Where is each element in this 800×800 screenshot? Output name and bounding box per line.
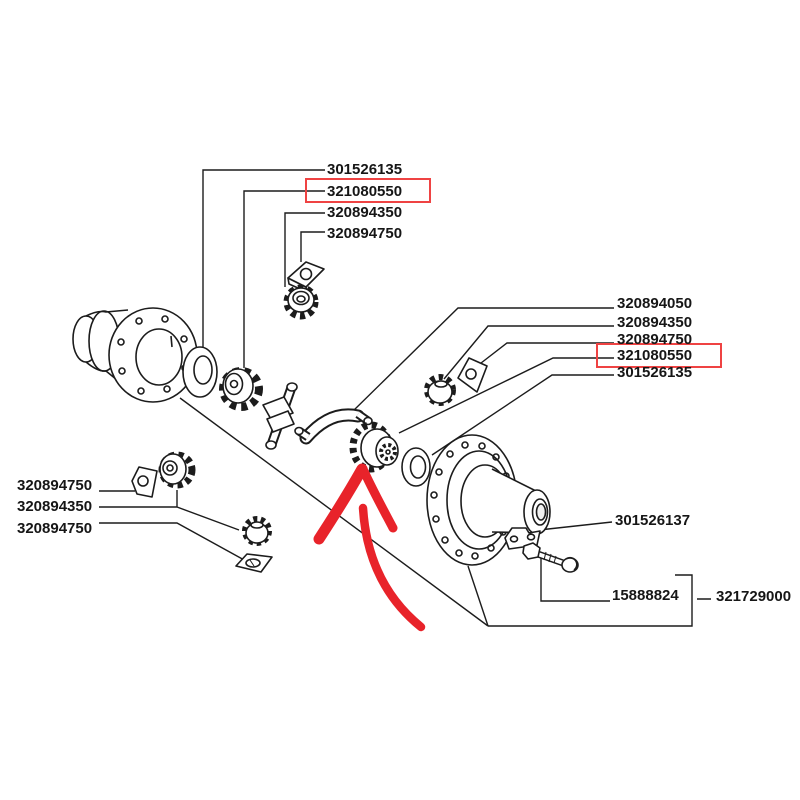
bearing-ring: [182, 346, 218, 398]
part-number-bolt: 15888824: [612, 587, 679, 604]
part-number-top-4: 320894750: [327, 225, 403, 242]
hub-carrier: [426, 434, 551, 566]
thrust-washer-right: [457, 357, 488, 393]
washer-plate-left: [235, 553, 273, 573]
pinion-gear-upper: [283, 284, 319, 320]
thrust-washer-left: [131, 466, 158, 498]
part-number-right-3: 320894750: [617, 331, 693, 348]
part-number-right-1: 320894050: [617, 295, 693, 312]
part-number-right-4-highlighted: 321080550: [617, 347, 693, 364]
part-number-left-2: 320894350: [17, 498, 93, 515]
pinion-gear-left: [242, 516, 272, 546]
part-number-lock-plate: 301526137: [615, 512, 691, 529]
part-number-top-3: 320894350: [327, 204, 403, 221]
shift-collar: [294, 408, 373, 445]
locking-gear: [349, 421, 399, 473]
part-number-top-2-highlighted: 321080550: [327, 183, 403, 200]
cross-shaft: [262, 382, 298, 450]
part-number-assembly: 321729000: [716, 588, 792, 605]
leader-lines: [99, 169, 711, 627]
part-number-right-2: 320894350: [617, 314, 693, 331]
pinion-gear-right: [424, 374, 456, 406]
shim-ring: [401, 447, 431, 487]
part-number-left-1: 320894750: [17, 477, 93, 494]
differential-case: [72, 307, 198, 403]
side-gear-upper: [219, 367, 263, 411]
part-number-left-3: 320894750: [17, 520, 93, 537]
highlight-box-top: [305, 178, 431, 203]
side-gear-left: [158, 451, 196, 489]
part-number-top-1: 301526135: [327, 161, 403, 178]
bolt: [522, 542, 579, 573]
highlight-arrow: [313, 463, 426, 632]
part-number-right-5: 301526135: [617, 364, 693, 381]
highlight-box-right: [596, 343, 722, 368]
